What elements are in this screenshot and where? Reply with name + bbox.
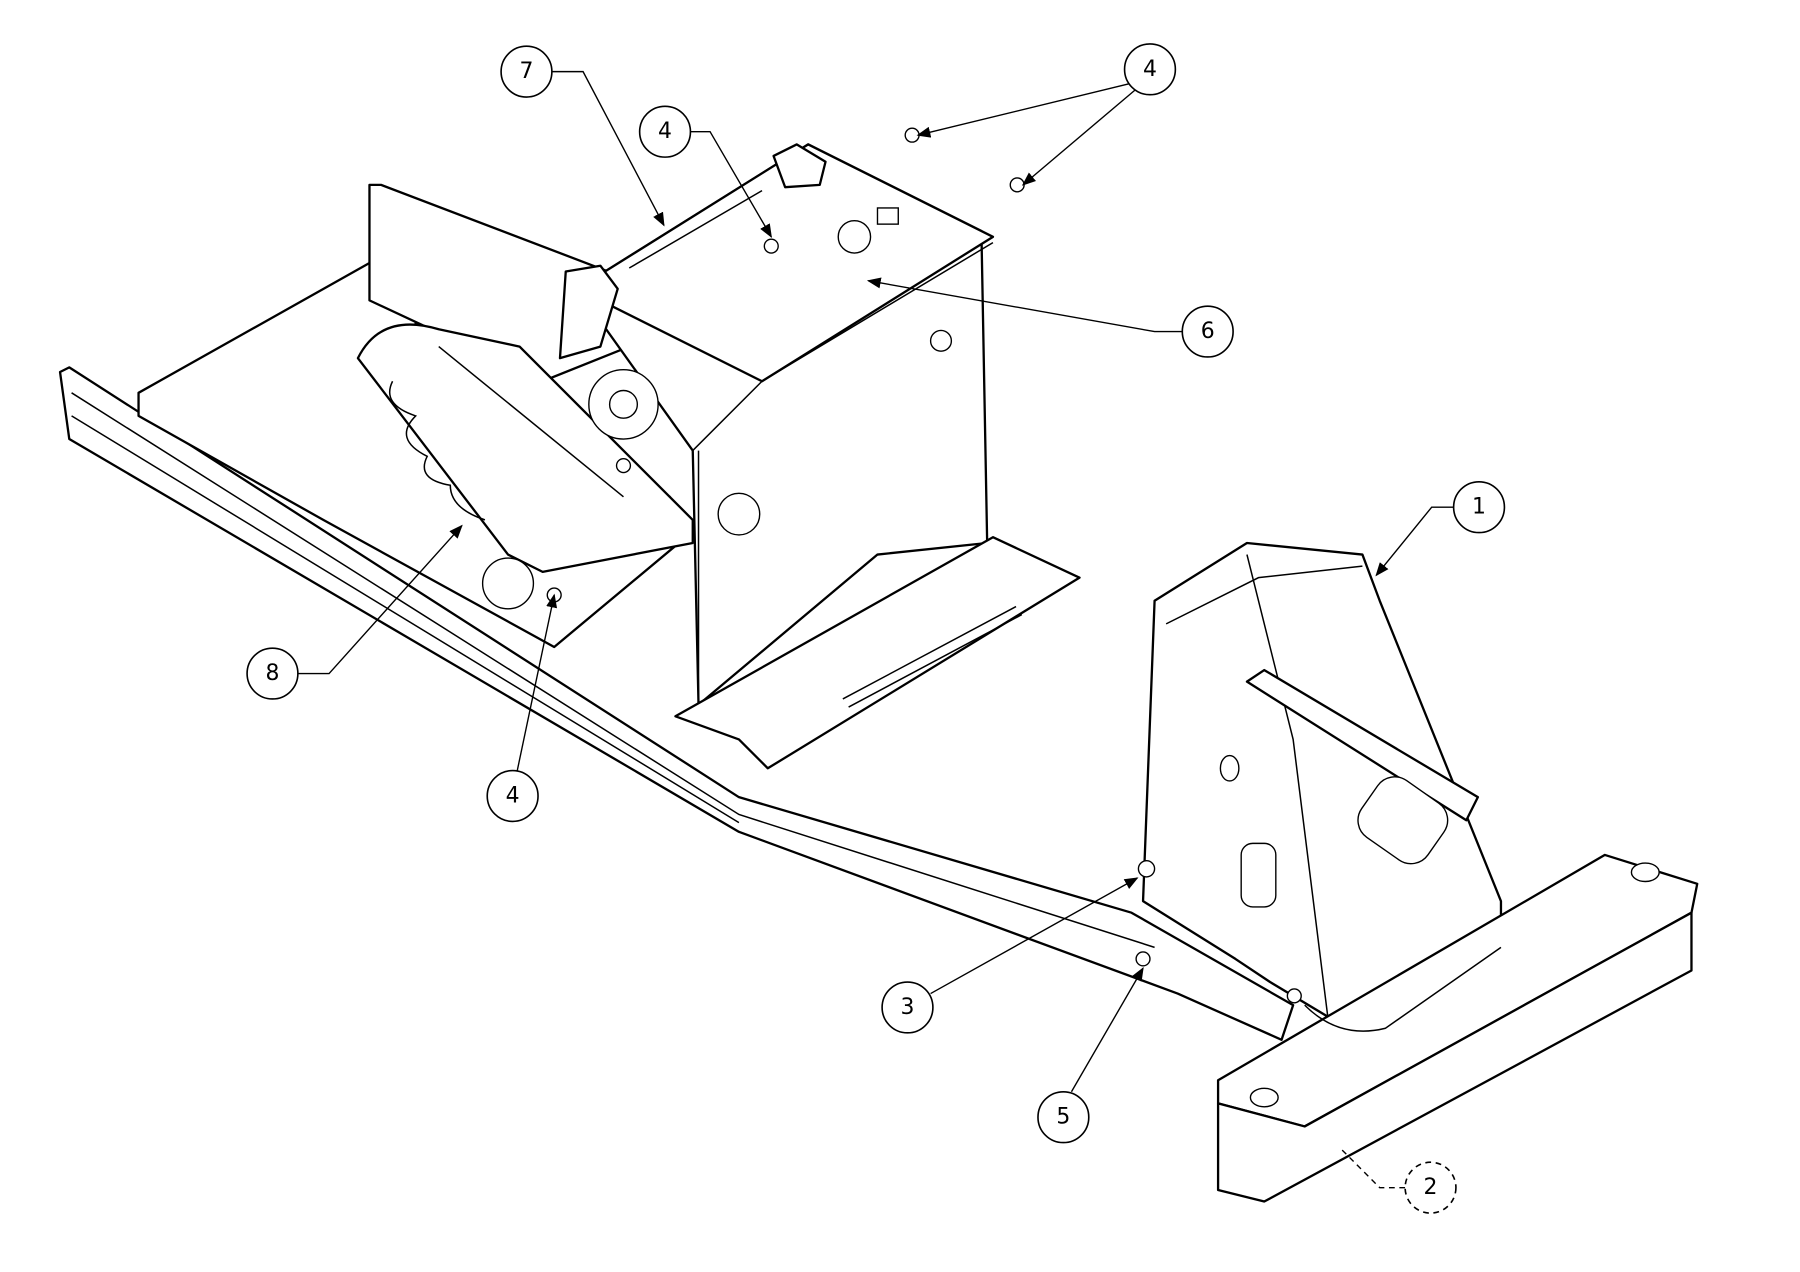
callout-4a: 4 [638,105,692,158]
svg-text:8: 8 [266,661,280,686]
callout-4b: 4 [1123,43,1177,96]
mid-crossmember [674,536,1081,770]
callout-1: 1 [1452,480,1506,534]
svg-text:2: 2 [1424,1175,1438,1200]
callout-6: 6 [1181,305,1234,358]
main-frame-rail [58,366,1295,1041]
callout-3: 3 [881,981,934,1034]
console-box [481,143,995,706]
svg-text:4: 4 [658,119,672,144]
callout-4c: 4 [486,769,539,823]
callout-2: 2 [1404,1161,1457,1214]
callout-7: 7 [500,45,553,98]
svg-text:3: 3 [901,995,915,1020]
svg-text:6: 6 [1201,319,1215,344]
callout-5: 5 [1037,1090,1090,1144]
front-axle-crossmember [1216,853,1699,1203]
svg-text:5: 5 [1056,1105,1070,1130]
svg-text:7: 7 [520,59,534,84]
seat-plate [356,323,694,574]
callout-8: 8 [246,647,299,700]
svg-text:4: 4 [506,784,520,809]
leader-lines [297,70,1454,1189]
svg-text:4: 4 [1143,57,1157,82]
svg-text:1: 1 [1472,495,1486,520]
